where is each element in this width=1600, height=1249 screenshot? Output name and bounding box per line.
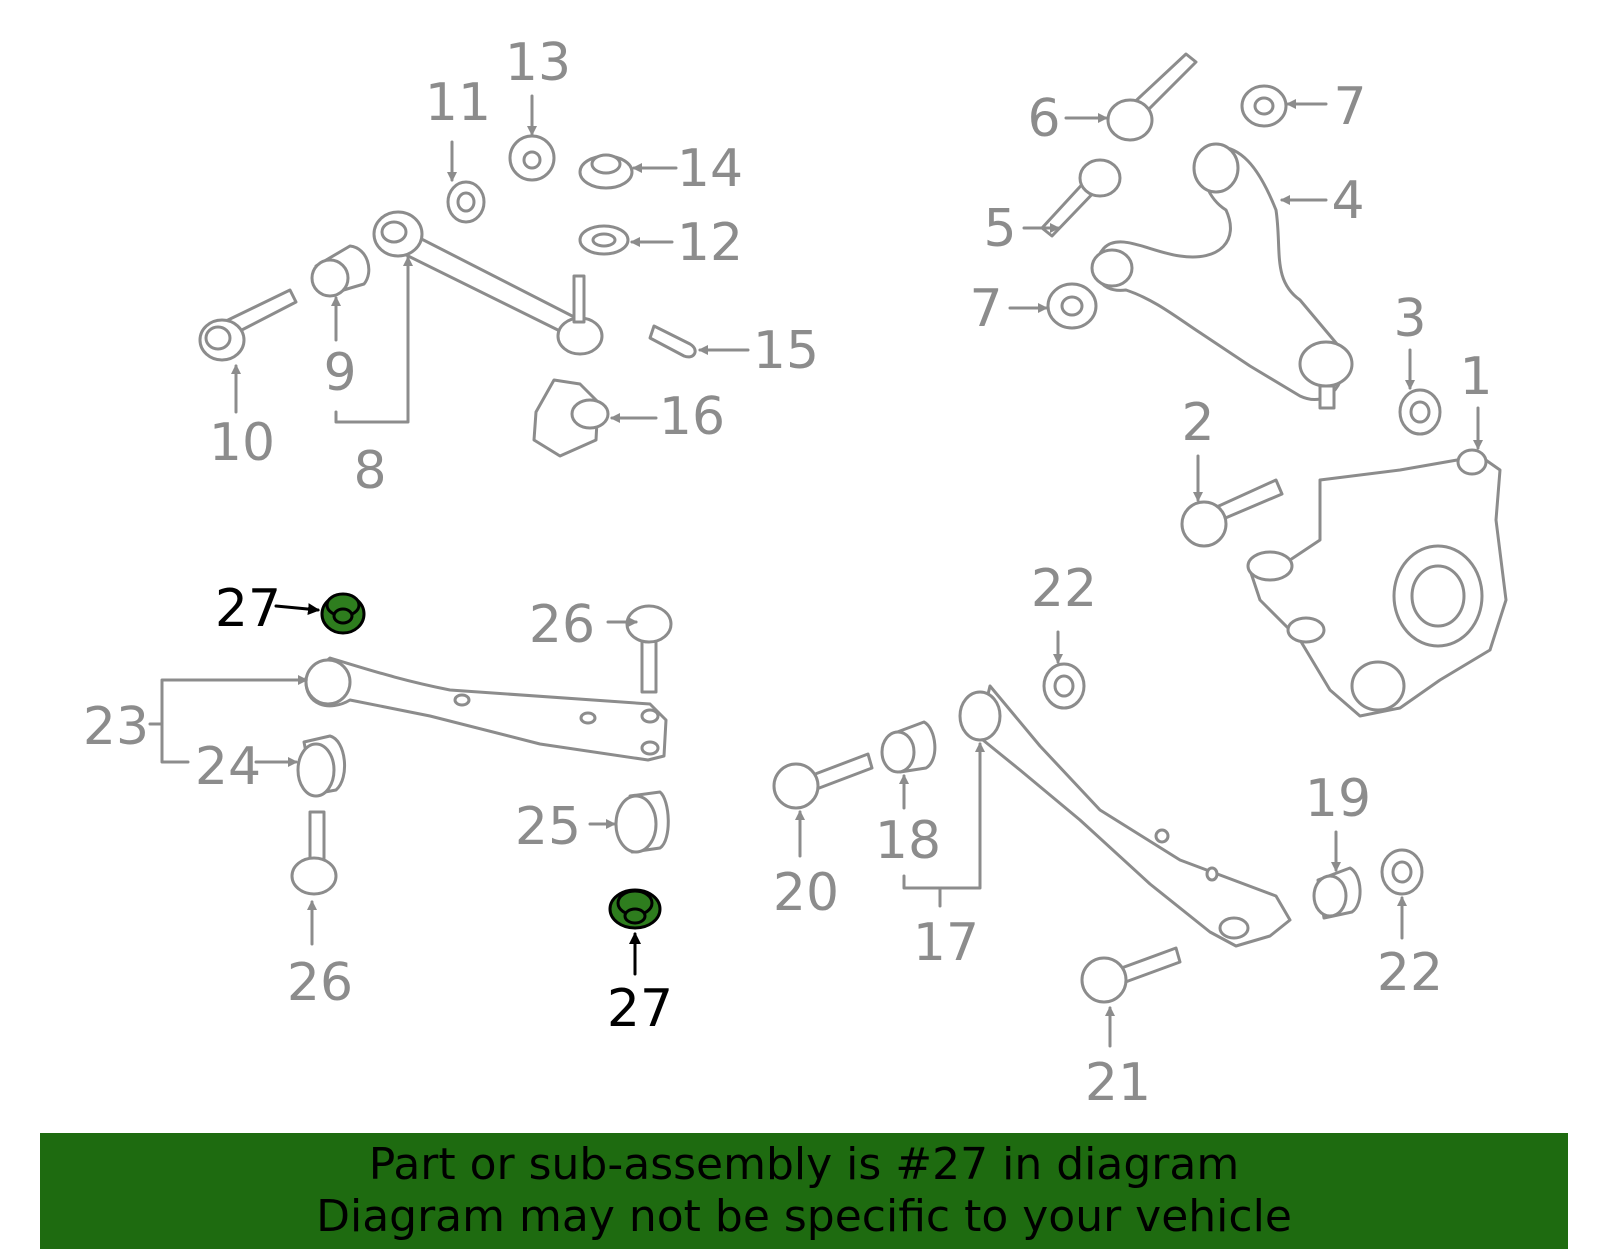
bracket-16[interactable] (532, 378, 610, 458)
part-notice-banner: Part or sub-assembly is #27 in diagram D… (40, 1133, 1568, 1249)
callout-5: 5 (983, 199, 1016, 259)
upper-link-8[interactable] (372, 210, 604, 356)
bolt-2[interactable] (1180, 478, 1284, 548)
bolt-10[interactable] (198, 288, 298, 362)
callout-16: 16 (659, 387, 725, 447)
callout-20: 20 (773, 863, 839, 923)
lateral-link-assembly (290, 604, 673, 896)
callout-3: 3 (1393, 289, 1426, 349)
callout-17: 17 (913, 913, 979, 973)
callout-1: 1 (1459, 347, 1492, 407)
bolt-26-upper[interactable] (625, 604, 673, 694)
bushing-22-upper-hole (1053, 674, 1075, 698)
callout-24: 24 (195, 737, 261, 797)
callout-9: 9 (323, 343, 356, 403)
callout-27-lower: 27 (607, 979, 673, 1039)
clip-15[interactable] (648, 324, 697, 359)
nut-13-hole (522, 150, 542, 170)
upper-control-arm-assembly (1040, 52, 1442, 436)
banner-line-1: Part or sub-assembly is #27 in diagram (368, 1139, 1240, 1190)
bushing-24[interactable] (296, 734, 347, 798)
callout-27-upper: 27 (215, 579, 281, 639)
washer-11-hole (456, 191, 476, 213)
bolt-21[interactable] (1080, 946, 1182, 1004)
callout-11: 11 (425, 73, 491, 133)
leader-lines (148, 94, 1483, 1048)
nut-7-top-hole (1253, 96, 1275, 116)
banner-line-2: Diagram may not be specific to your vehi… (316, 1191, 1292, 1242)
callout-10: 10 (209, 413, 275, 473)
lateral-link-23[interactable] (304, 656, 668, 762)
callout-26-lower: 26 (287, 953, 353, 1013)
nut-7-bottom-hole (1060, 295, 1084, 317)
bushing-3-hole (1409, 400, 1431, 424)
callout-15: 15 (753, 321, 819, 381)
bushing-18[interactable] (880, 720, 937, 774)
callout-23: 23 (83, 697, 149, 757)
callout-8: 8 (353, 441, 386, 501)
knuckle-assembly (1180, 448, 1508, 718)
callout-19: 19 (1305, 769, 1371, 829)
callout-14: 14 (677, 139, 743, 199)
bolt-20[interactable] (772, 752, 874, 810)
callout-26-upper: 26 (529, 595, 595, 655)
callout-22-lower: 22 (1377, 943, 1443, 1003)
bolt-26-lower[interactable] (290, 810, 338, 896)
callout-12: 12 (677, 213, 743, 273)
callout-labels: 1 2 3 4 5 6 7 7 8 9 10 11 12 13 14 15 16… (83, 33, 1493, 1113)
callout-4: 4 (1331, 171, 1364, 231)
upper-link-assembly (198, 134, 697, 458)
callout-6: 6 (1027, 89, 1060, 149)
bushing-22-lower-hole (1391, 860, 1413, 884)
knuckle-1[interactable] (1246, 448, 1508, 718)
callout-25: 25 (515, 797, 581, 857)
callout-22-upper: 22 (1031, 559, 1097, 619)
upper-control-arm-4[interactable] (1090, 142, 1354, 410)
bolt-6[interactable] (1106, 52, 1198, 142)
nut-27-lower[interactable] (608, 888, 662, 930)
lower-arm-17[interactable] (958, 684, 1292, 948)
bushing-19[interactable] (1312, 866, 1362, 920)
nut-27-upper[interactable] (320, 592, 366, 635)
bushing-25[interactable] (614, 790, 670, 854)
washer-12-hole (591, 232, 617, 248)
nut-14-top (590, 153, 622, 175)
callout-2: 2 (1181, 393, 1214, 453)
callout-21: 21 (1085, 1053, 1151, 1113)
bolt-5[interactable] (1040, 158, 1122, 238)
callout-13: 13 (505, 33, 571, 93)
callout-18: 18 (875, 811, 941, 871)
callout-7-bottom: 7 (969, 279, 1002, 339)
lower-arm-assembly (772, 662, 1424, 1004)
callout-7-top: 7 (1333, 77, 1366, 137)
bushing-9[interactable] (310, 244, 371, 298)
